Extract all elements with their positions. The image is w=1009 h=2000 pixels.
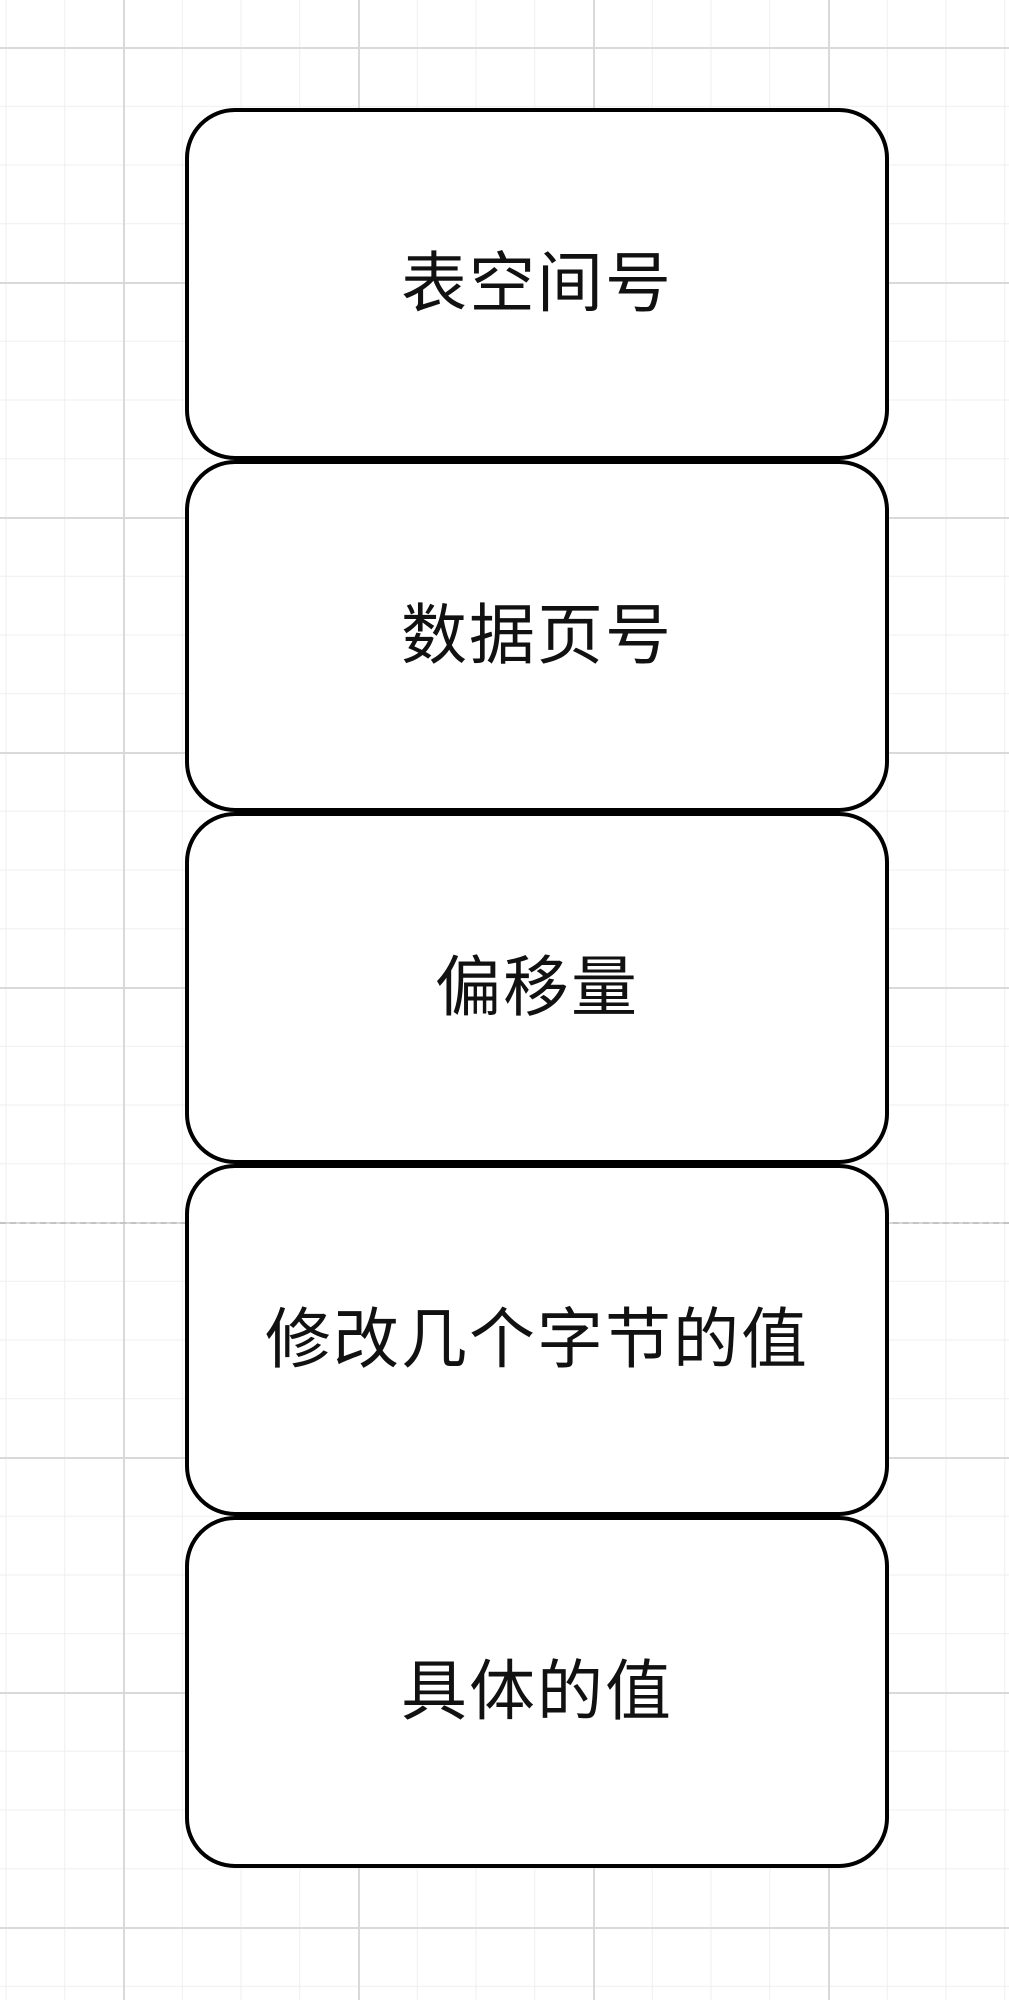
field-box-tablespace-id[interactable]: 表空间号 — [185, 108, 889, 460]
field-label: 修改几个字节的值 — [265, 1301, 809, 1378]
field-label: 具体的值 — [401, 1653, 673, 1730]
field-box-offset[interactable]: 偏移量 — [185, 812, 889, 1164]
field-box-value[interactable]: 具体的值 — [185, 1516, 889, 1868]
field-label: 数据页号 — [401, 597, 673, 674]
field-box-byte-count[interactable]: 修改几个字节的值 — [185, 1164, 889, 1516]
field-label: 偏移量 — [435, 949, 639, 1026]
field-label: 表空间号 — [401, 245, 673, 322]
record-field-stack: 表空间号 数据页号 偏移量 修改几个字节的值 具体的值 — [185, 108, 889, 1870]
field-box-page-number[interactable]: 数据页号 — [185, 460, 889, 812]
